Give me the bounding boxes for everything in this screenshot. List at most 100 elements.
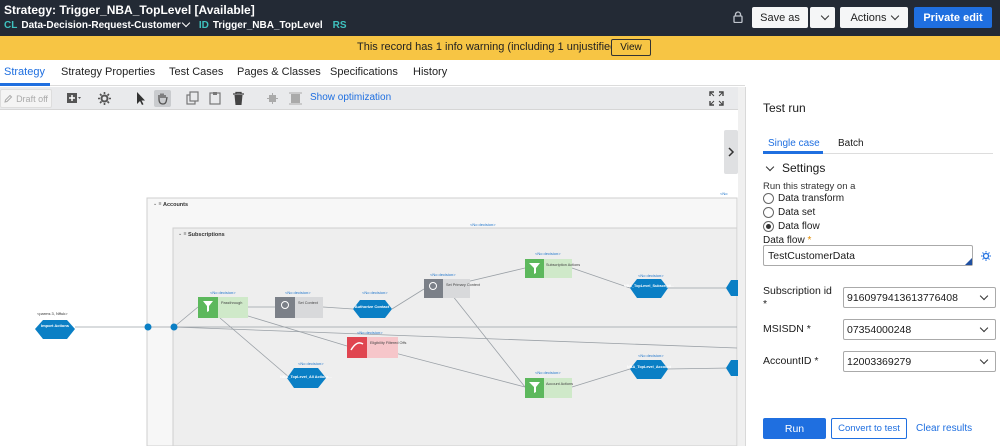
account-actions-label: Account Actions bbox=[546, 382, 573, 386]
subscription-actions-label: Subscription Actions bbox=[546, 263, 580, 267]
pointer-icon[interactable] bbox=[132, 90, 149, 107]
align-nodes-icon[interactable] bbox=[287, 90, 304, 107]
output-node[interactable] bbox=[726, 280, 738, 296]
accounts-label: Accounts bbox=[163, 202, 188, 208]
save-as-dropdown[interactable] bbox=[810, 7, 835, 28]
record-tabs: Strategy Strategy Properties Test Cases … bbox=[0, 60, 745, 86]
nba-toplevel-all-actions-node[interactable] bbox=[287, 368, 326, 388]
tab-specifications[interactable]: Specifications bbox=[330, 66, 398, 78]
fit-nodes-icon[interactable] bbox=[264, 90, 281, 107]
panel-divider[interactable] bbox=[738, 87, 745, 446]
radio-data-transform[interactable] bbox=[763, 193, 774, 204]
set-property-node[interactable] bbox=[275, 297, 295, 318]
junction-dot bbox=[170, 323, 178, 331]
private-edit-button[interactable]: Private edit bbox=[914, 7, 992, 28]
radio-label-data-flow: Data flow bbox=[778, 221, 820, 232]
svg-text:<No decision>: <No decision> bbox=[298, 361, 324, 366]
tab-single-case[interactable]: Single case bbox=[768, 138, 820, 149]
view-warnings-button[interactable]: View bbox=[611, 39, 651, 56]
strategy-canvas[interactable]: ⌄ ≡ Accounts <No decision> ⌄ ≡ Subscript… bbox=[0, 110, 738, 446]
run-button[interactable]: Run bbox=[763, 418, 826, 439]
tab-strategy-properties[interactable]: Strategy Properties bbox=[61, 66, 156, 78]
test-run-panel: Test run Single case Batch Settings Run … bbox=[745, 87, 1000, 446]
tab-batch[interactable]: Batch bbox=[838, 138, 864, 149]
record-title: Strategy: Trigger_NBA_TopLevel [Availabl… bbox=[4, 3, 255, 17]
gear-icon[interactable] bbox=[96, 90, 113, 107]
class-name-link[interactable]: Data-Decision-Request-Customer bbox=[21, 20, 181, 31]
switch-icon bbox=[350, 342, 364, 351]
globe-icon bbox=[429, 282, 437, 290]
accountid-label: AccountID * bbox=[763, 355, 819, 367]
show-optimization-link[interactable]: Show optimization bbox=[310, 92, 392, 103]
panel-tabs-divider bbox=[763, 153, 993, 154]
nba-toplevel-subscription-node[interactable] bbox=[630, 279, 668, 298]
tab-pages-classes[interactable]: Pages & Classes bbox=[237, 66, 321, 78]
set-primary-node-body[interactable] bbox=[443, 279, 470, 298]
subscription-actions-body[interactable] bbox=[544, 259, 572, 278]
draft-off-label: Draft off bbox=[16, 93, 48, 104]
nba-toplevel-account-node[interactable] bbox=[630, 360, 668, 379]
tab-strategy[interactable]: Strategy bbox=[4, 66, 45, 78]
settings-heading[interactable]: Settings bbox=[782, 161, 826, 175]
chevron-right-icon bbox=[728, 147, 735, 157]
msisdn-value: 07354000248 bbox=[847, 324, 912, 336]
paste-icon[interactable] bbox=[207, 90, 224, 107]
clear-results-link[interactable]: Clear results bbox=[916, 423, 973, 434]
svg-text:<No decision>: <No decision> bbox=[285, 290, 311, 295]
pencil-icon bbox=[4, 94, 13, 103]
chevron-down-icon[interactable] bbox=[181, 18, 191, 28]
collapse-panel-toggle[interactable] bbox=[724, 130, 738, 174]
subscription-id-label: Subscription id bbox=[763, 285, 832, 297]
copy-icon[interactable] bbox=[184, 90, 201, 107]
svg-text:<No decision>: <No decision> bbox=[535, 370, 561, 375]
set-context-node-body[interactable] bbox=[295, 297, 323, 318]
account-actions-body[interactable] bbox=[544, 378, 572, 398]
run-on-label: Run this strategy on a bbox=[763, 181, 856, 192]
save-as-button[interactable]: Save as bbox=[752, 7, 808, 28]
id-value: Trigger_NBA_TopLevel bbox=[212, 20, 323, 31]
tab-history[interactable]: History bbox=[413, 66, 448, 78]
draft-off-button[interactable]: Draft off bbox=[0, 89, 52, 108]
panel-title: Test run bbox=[763, 101, 806, 115]
eligibility-label: Eligibility Filtered Offs bbox=[370, 341, 407, 345]
actions-label: Actions bbox=[850, 11, 887, 24]
import-actions-node[interactable] bbox=[35, 320, 75, 339]
tab-test-cases[interactable]: Test Cases bbox=[169, 66, 224, 78]
filter-icon bbox=[203, 301, 213, 312]
app-header: Strategy: Trigger_NBA_TopLevel [Availabl… bbox=[0, 0, 1000, 36]
convert-to-test-button[interactable]: Convert to test bbox=[831, 418, 907, 439]
import-actions-label: Import Actions bbox=[41, 323, 70, 328]
authorize-contact-node[interactable] bbox=[353, 300, 392, 318]
id-tag: ID bbox=[198, 20, 209, 31]
chevron-down-icon bbox=[979, 291, 989, 301]
gear-icon[interactable] bbox=[980, 250, 992, 262]
chevron-down-icon[interactable] bbox=[765, 162, 775, 172]
output-node[interactable] bbox=[726, 360, 738, 376]
data-flow-value: TestCustomerData bbox=[768, 250, 855, 262]
data-flow-input[interactable]: TestCustomerData bbox=[763, 245, 973, 266]
radio-data-set[interactable] bbox=[763, 207, 774, 218]
canvas-toolbar: Draft off Show optimization bbox=[0, 87, 745, 110]
eligibility-node-body[interactable] bbox=[367, 337, 398, 358]
add-shape-icon[interactable] bbox=[65, 90, 82, 107]
accountid-select[interactable]: 12003369279 bbox=[843, 351, 996, 372]
pan-hand-icon[interactable] bbox=[154, 90, 171, 107]
passthrough-node-body[interactable] bbox=[218, 297, 248, 318]
radio-data-flow[interactable] bbox=[763, 221, 774, 232]
globe-icon bbox=[281, 301, 289, 309]
set-primary-node[interactable] bbox=[424, 279, 443, 298]
svg-text:<No decision>: <No decision> bbox=[362, 290, 388, 295]
class-tag: CL bbox=[4, 20, 18, 31]
nba-all-label: NBA_TopLevel_All Actions... bbox=[280, 375, 332, 379]
actions-button[interactable]: Actions bbox=[840, 7, 908, 28]
delete-icon[interactable] bbox=[230, 90, 247, 107]
set-context-label: Set Context bbox=[298, 301, 319, 305]
msisdn-select[interactable]: 07354000248 bbox=[843, 319, 996, 340]
fullscreen-icon[interactable] bbox=[708, 90, 725, 107]
set-primary-label: Set Primary Context bbox=[446, 283, 481, 287]
subscription-id-select[interactable]: 9160979413613776408 bbox=[843, 287, 996, 308]
chevron-down-icon bbox=[979, 323, 989, 333]
switch-node[interactable] bbox=[347, 337, 367, 358]
strategy-diagram: ⌄ ≡ Accounts <No decision> ⌄ ≡ Subscript… bbox=[35, 191, 738, 446]
